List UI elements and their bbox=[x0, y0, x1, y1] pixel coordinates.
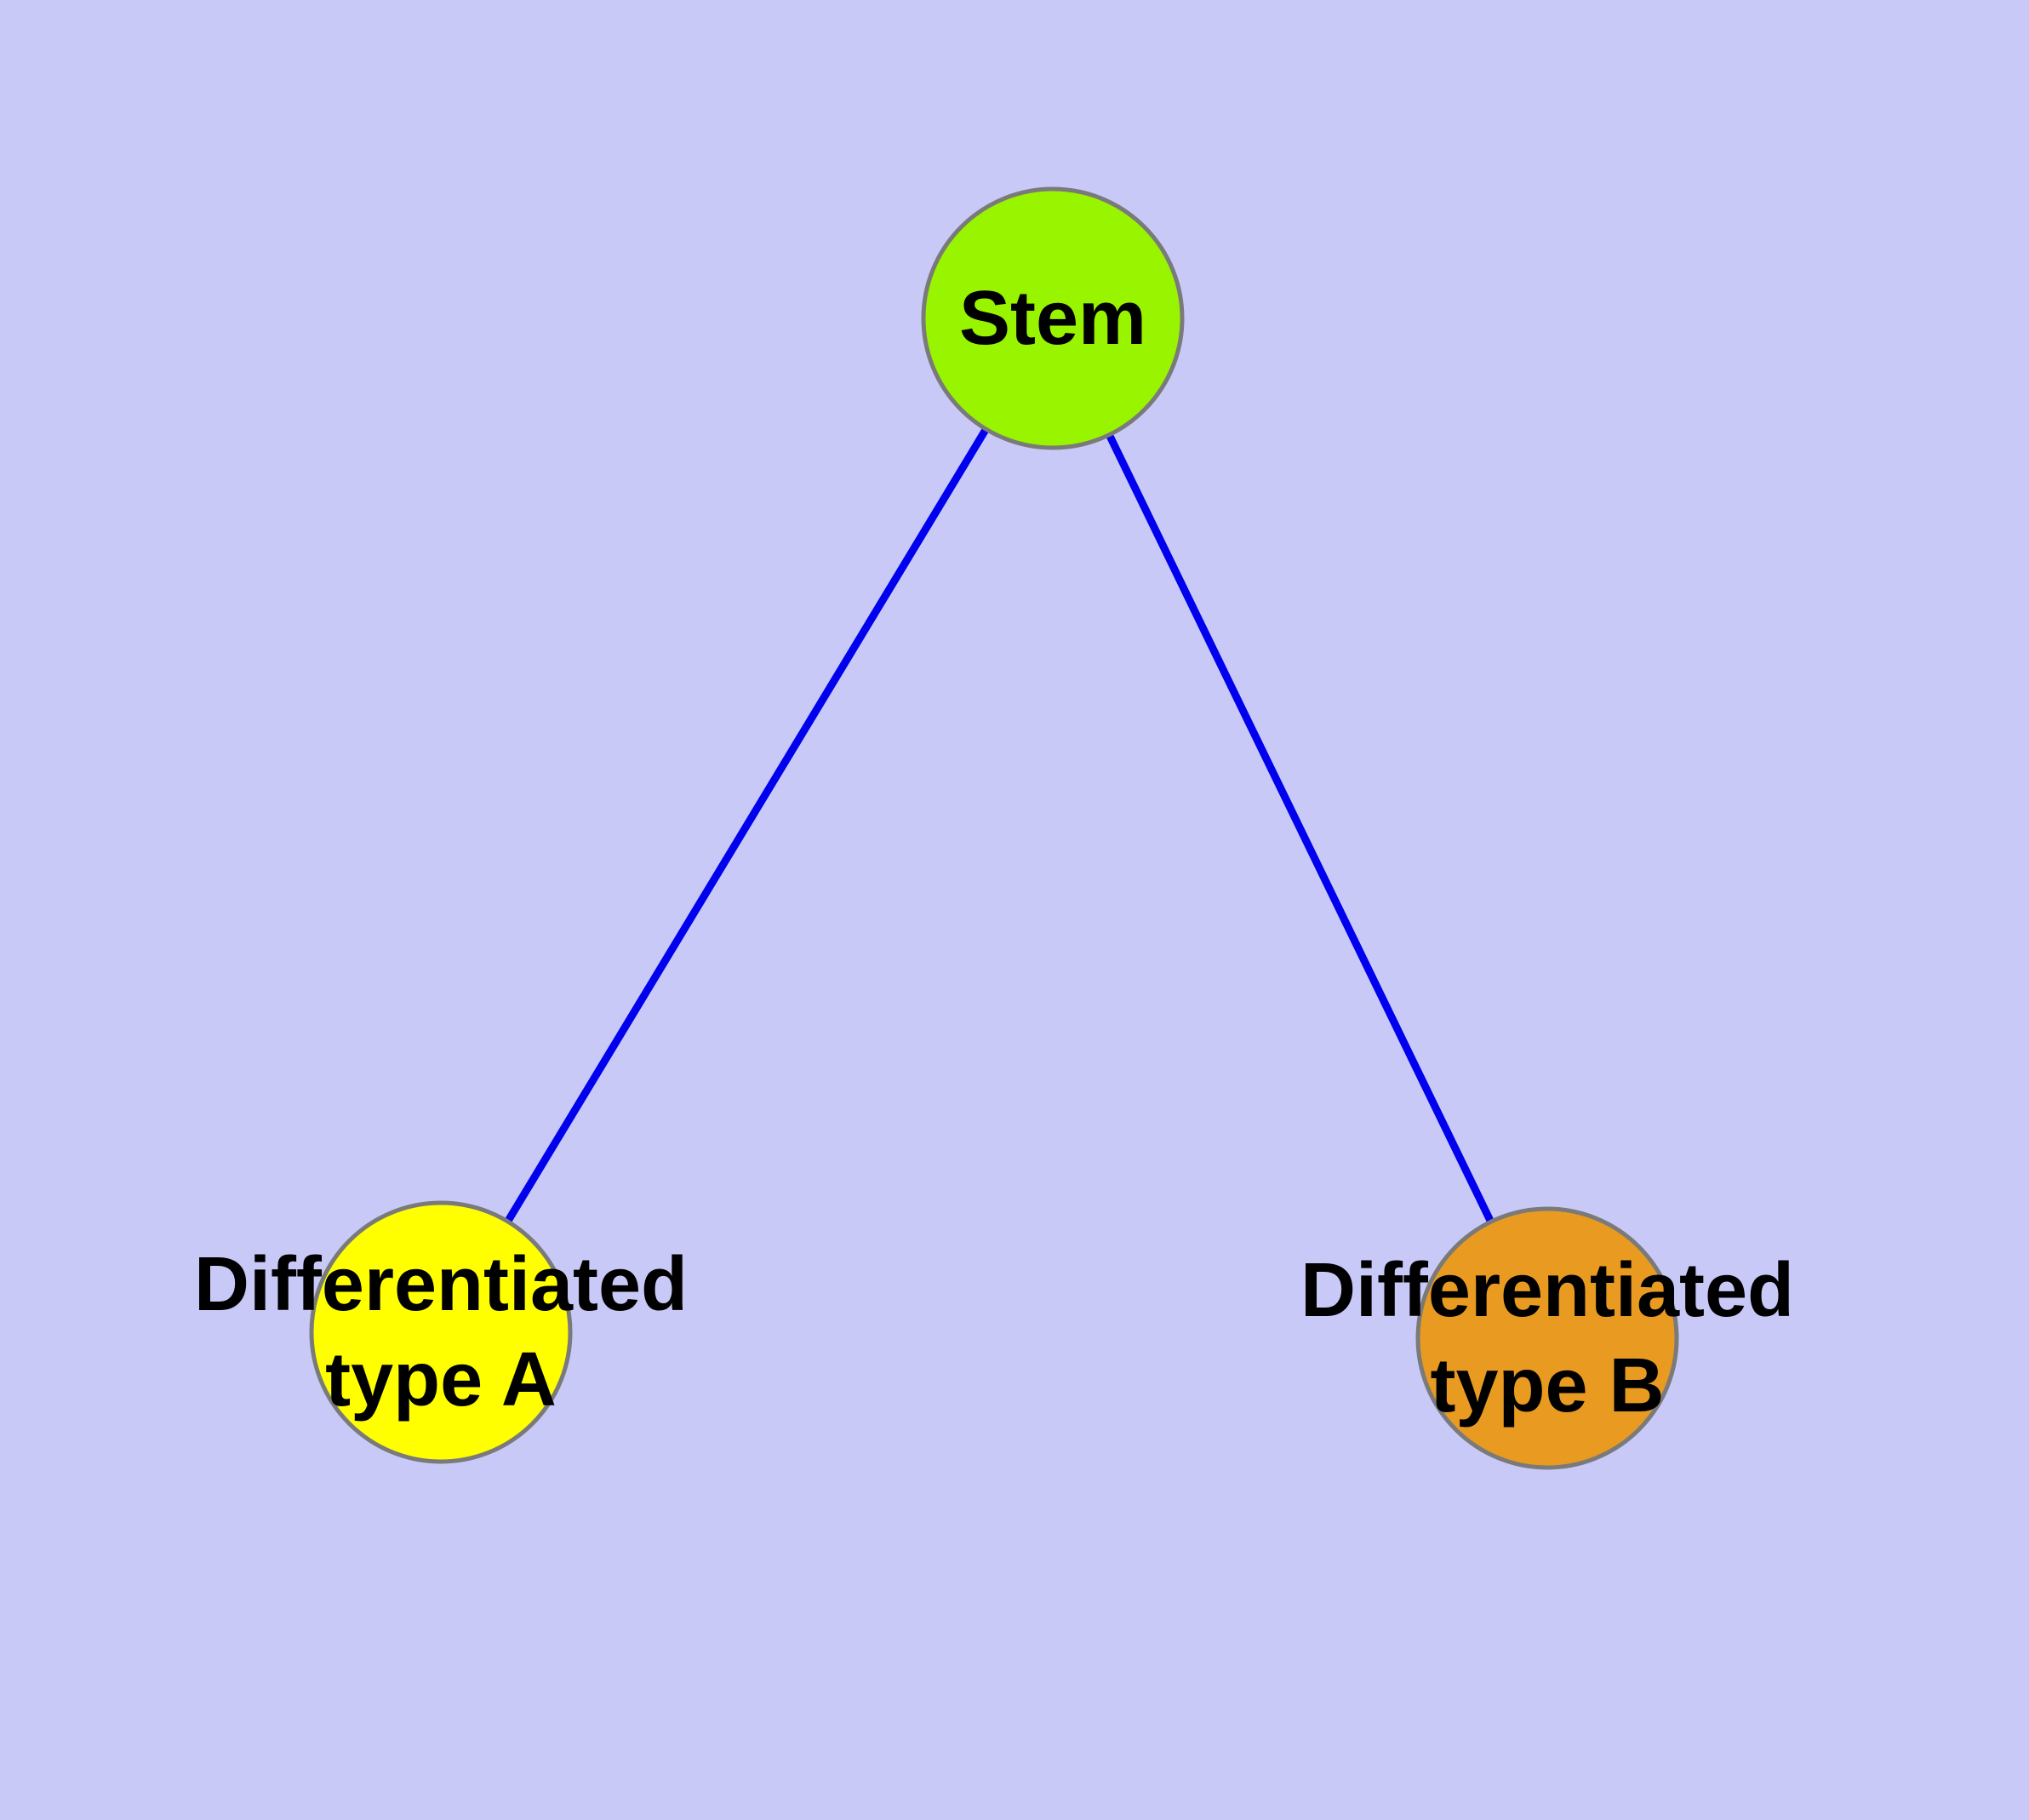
node-stem-label-line-1: Stem bbox=[959, 276, 1146, 361]
edge-stem-typeA bbox=[437, 316, 1056, 1335]
node-typeB-label-line-1: Differentiated bbox=[1300, 1248, 1794, 1333]
node-typeB-label: Differentiated type B bbox=[1300, 1248, 1794, 1428]
node-stem-circle bbox=[921, 186, 1185, 450]
nodes-layer bbox=[309, 186, 1679, 1470]
node-typeB-circle bbox=[1415, 1206, 1679, 1470]
node-typeB-label-line-2: type B bbox=[1430, 1343, 1664, 1428]
node-typeA-label-line-2: type A bbox=[325, 1337, 557, 1422]
edges-layer bbox=[437, 316, 1552, 1340]
node-stem-label: Stem bbox=[959, 276, 1146, 361]
node-typeA-circle bbox=[309, 1200, 573, 1464]
node-typeA-label-line-1: Differentiated bbox=[194, 1242, 688, 1327]
edge-stem-typeB bbox=[1049, 317, 1552, 1340]
node-typeA-label: Differentiated type A bbox=[194, 1242, 688, 1422]
